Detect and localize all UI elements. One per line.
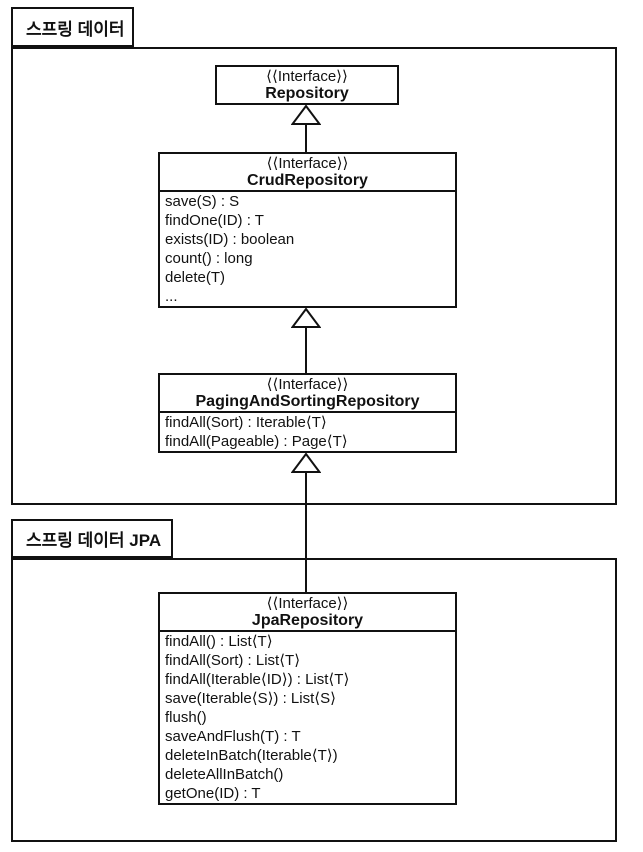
class-box-crud-repository: ⟨⟨Interface⟩⟩ CrudRepository save(S) : S… — [158, 152, 457, 308]
method-row: saveAndFlush(T) : T — [165, 728, 301, 745]
method-row: exists(ID) : boolean — [165, 231, 295, 248]
class-box-jpa-repository: ⟨⟨Interface⟩⟩ JpaRepository findAll() : … — [158, 592, 457, 805]
class-header: ⟨⟨Interface⟩⟩ CrudRepository — [160, 154, 455, 190]
package-spring-data-tab: 스프링 데이터 — [11, 7, 134, 47]
class-header: ⟨⟨Interface⟩⟩ JpaRepository — [160, 594, 455, 630]
generalization-arrow-icon — [291, 308, 321, 328]
method-row: save(S) : S — [165, 193, 240, 210]
method-row: flush() — [165, 709, 207, 726]
package-spring-data-jpa-tab: 스프링 데이터 JPA — [11, 519, 173, 558]
method-row: findAll() : List⟨T⟩ — [165, 633, 273, 650]
package-spring-data-label: 스프링 데이터 — [26, 19, 125, 39]
class-box-repository: ⟨⟨Interface⟩⟩ Repository — [215, 65, 399, 105]
stereotype-label: ⟨⟨Interface⟩⟩ — [266, 595, 349, 612]
method-row: findAll(Iterable⟨ID⟩) : List⟨T⟩ — [165, 671, 350, 688]
method-row: findAll(Sort) : List⟨T⟩ — [165, 652, 301, 669]
stereotype-label: ⟨⟨Interface⟩⟩ — [266, 68, 348, 85]
method-list: findAll() : List⟨T⟩ findAll(Sort) : List… — [160, 630, 455, 803]
package-spring-data-jpa-label: 스프링 데이터 JPA — [26, 531, 162, 550]
inheritance-line — [305, 123, 307, 153]
method-row: deleteAllInBatch() — [165, 766, 284, 783]
stereotype-label: ⟨⟨Interface⟩⟩ — [266, 155, 349, 172]
method-row: save(Iterable⟨S⟩) : List⟨S⟩ — [165, 690, 336, 707]
method-row: findAll(Pageable) : Page⟨T⟩ — [165, 433, 348, 450]
class-name: Repository — [265, 85, 349, 102]
inheritance-line — [305, 471, 307, 593]
class-header: ⟨⟨Interface⟩⟩ PagingAndSortingRepository — [160, 375, 455, 411]
method-row: deleteInBatch(Iterable⟨T⟩) — [165, 747, 338, 764]
class-header: ⟨⟨Interface⟩⟩ Repository — [217, 67, 397, 103]
method-row: delete(T) — [165, 269, 226, 286]
class-name: CrudRepository — [247, 172, 368, 189]
method-row: getOne(ID) : T — [165, 785, 261, 802]
method-row: ... — [165, 288, 178, 305]
generalization-arrow-icon — [291, 105, 321, 125]
method-row: findOne(ID) : T — [165, 212, 264, 229]
class-name: JpaRepository — [251, 612, 364, 629]
method-row: findAll(Sort) : Iterable⟨T⟩ — [165, 414, 327, 431]
generalization-arrow-icon — [291, 453, 321, 473]
stereotype-label: ⟨⟨Interface⟩⟩ — [266, 376, 349, 393]
class-box-paging-and-sorting-repository: ⟨⟨Interface⟩⟩ PagingAndSortingRepository… — [158, 373, 457, 453]
method-list: save(S) : S findOne(ID) : T exists(ID) :… — [160, 190, 455, 306]
method-list: findAll(Sort) : Iterable⟨T⟩ findAll(Page… — [160, 411, 455, 451]
method-row: count() : long — [165, 250, 253, 267]
inheritance-line — [305, 326, 307, 374]
class-name: PagingAndSortingRepository — [195, 393, 420, 410]
